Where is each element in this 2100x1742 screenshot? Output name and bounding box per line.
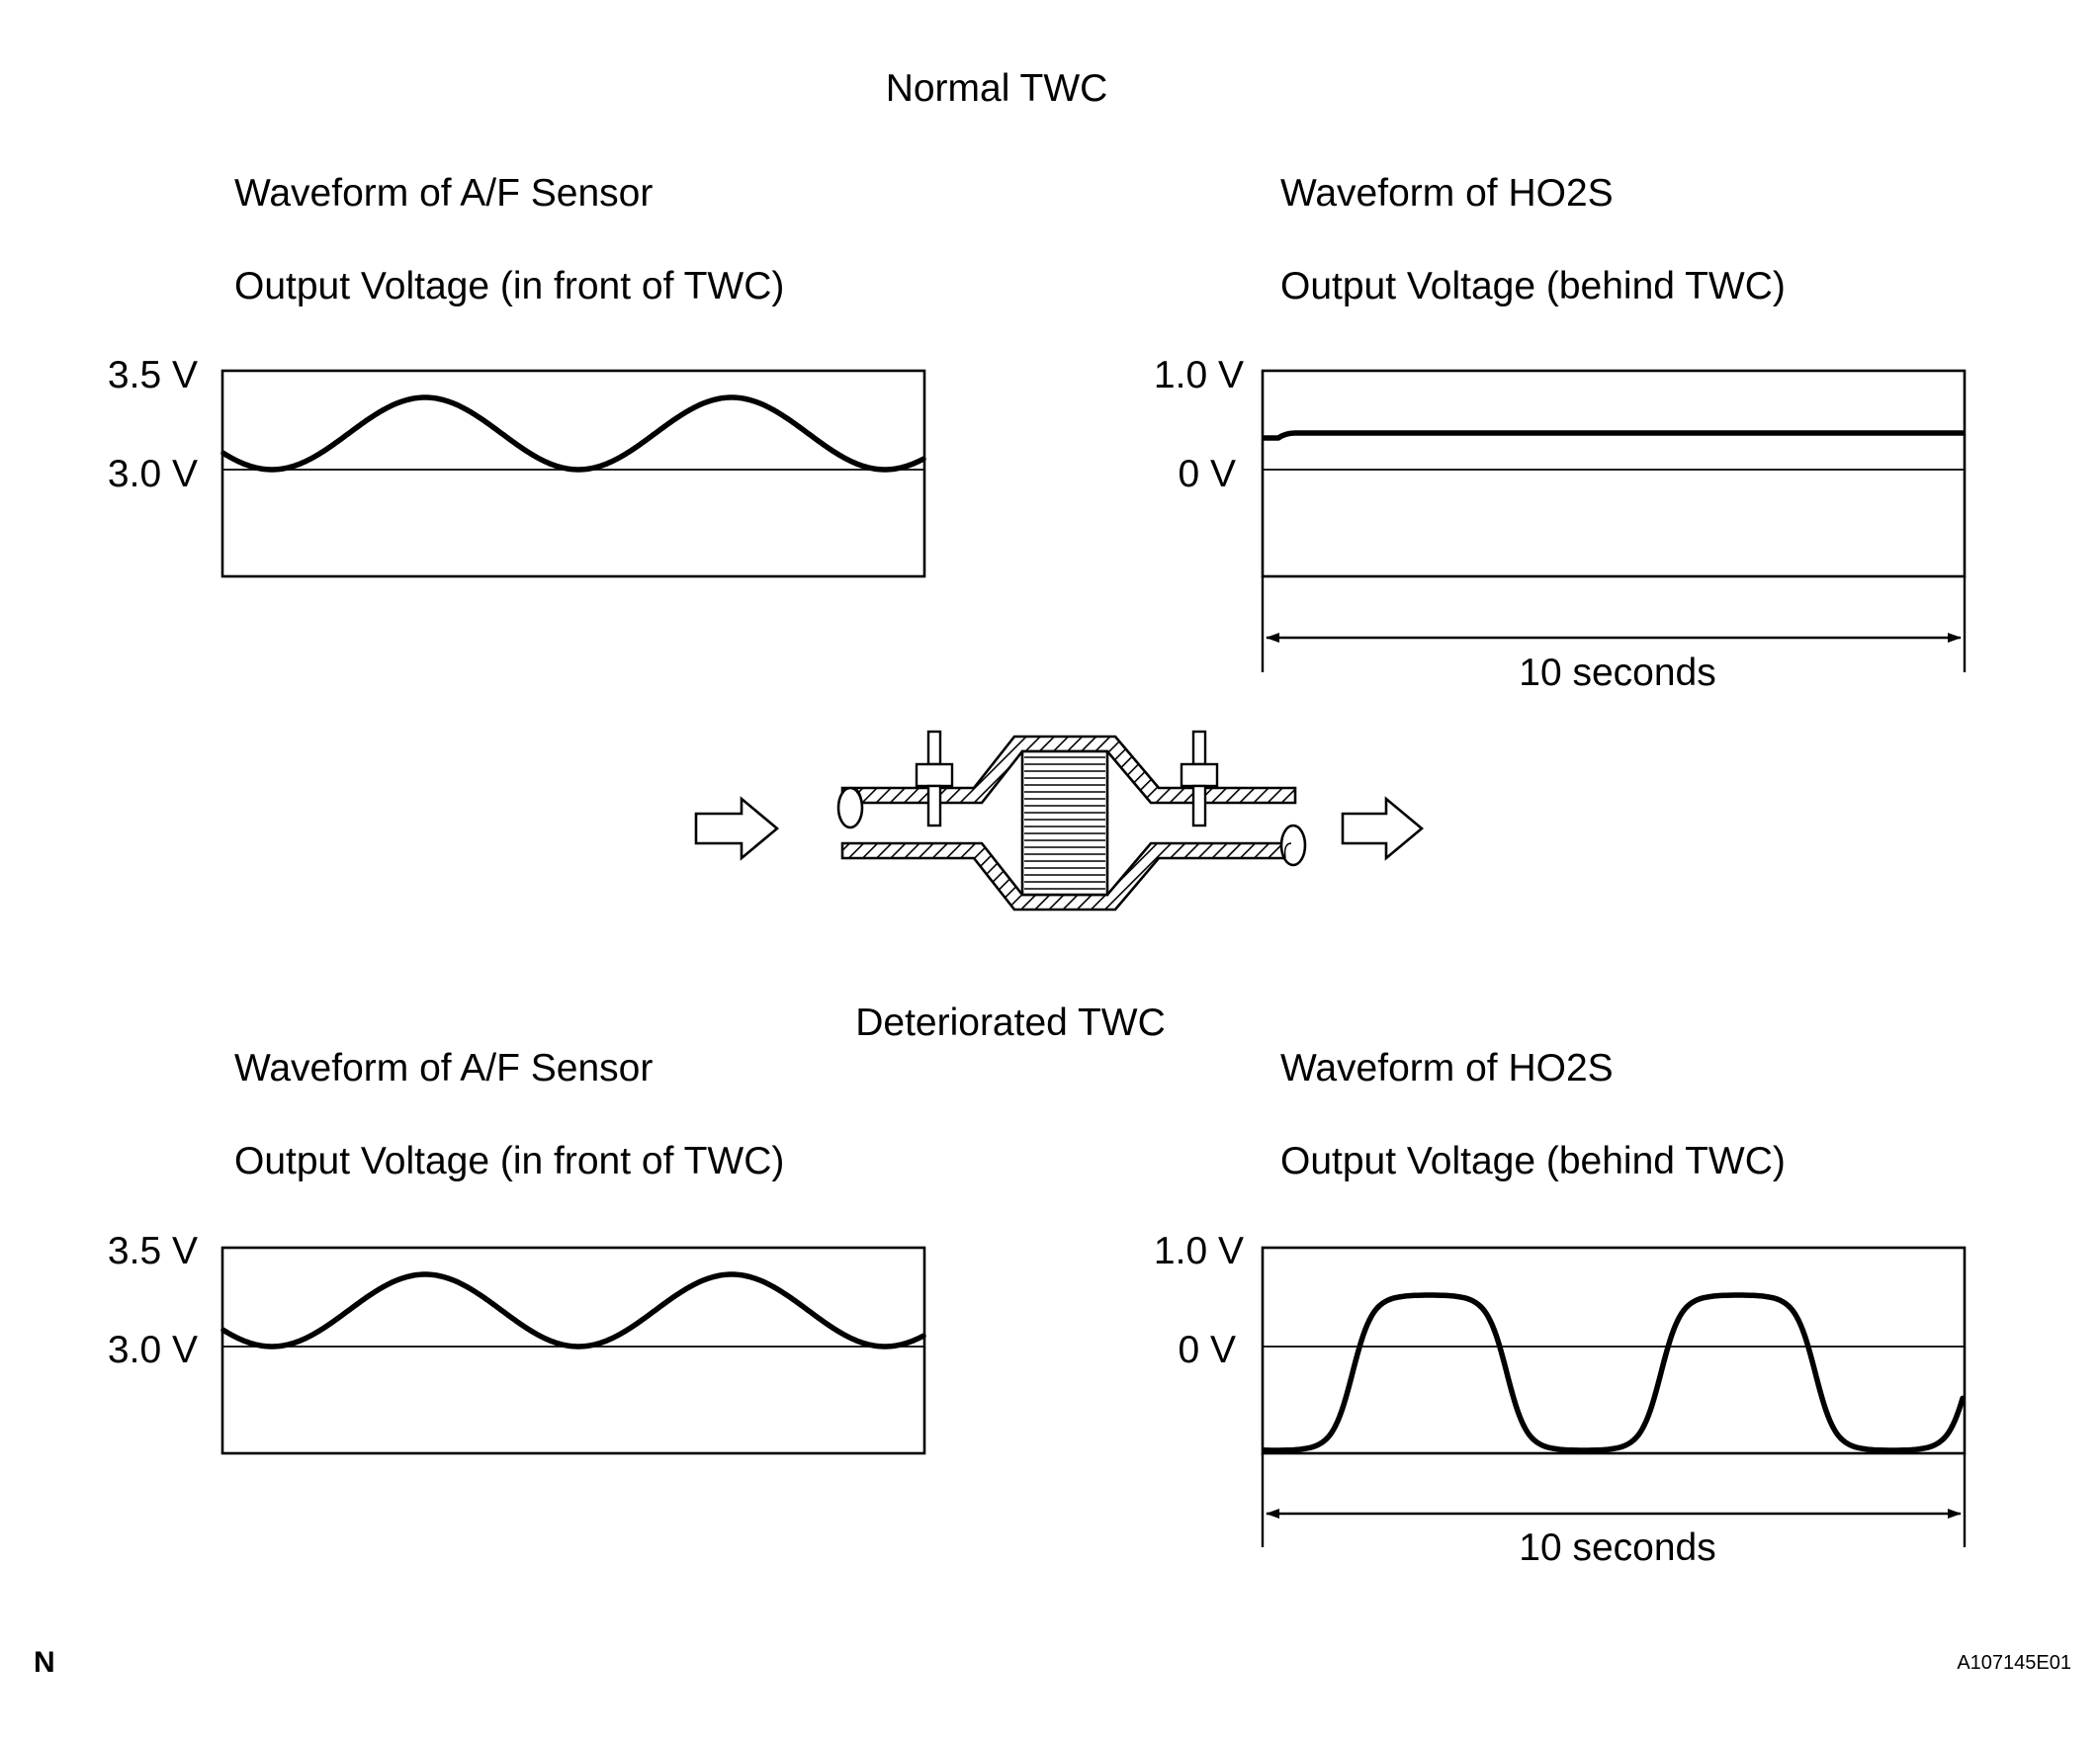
deteriorated-ho2s-waveform	[1262, 1292, 1966, 1453]
catalytic-converter-illustration	[694, 730, 1425, 912]
deteriorated-ho2s-title: Waveform of HO2S	[1280, 1047, 1614, 1089]
catalytic-converter-icon	[836, 735, 1307, 912]
normal-af-title: Waveform of A/F Sensor	[234, 172, 653, 215]
deteriorated-ho2s-plot-frame	[1261, 1246, 1967, 1455]
normal-ho2s-subtitle: Output Voltage (behind TWC)	[1280, 265, 1786, 307]
normal-af-ref-label: 3.0 V	[108, 453, 198, 495]
deteriorated-twc-section: Deteriorated TWC Waveform of A/F Sensor …	[108, 1002, 1967, 1569]
normal-ho2s-top-label: 1.0 V	[1154, 354, 1244, 396]
deteriorated-af-subtitle: Output Voltage (in front of TWC)	[234, 1140, 784, 1182]
deteriorated-ho2s-panel: Waveform of HO2S Output Voltage (behind …	[1154, 1047, 1967, 1455]
deteriorated-duration-dimension: 10 seconds	[1261, 1453, 1967, 1569]
deteriorated-af-title: Waveform of A/F Sensor	[234, 1047, 653, 1089]
normal-twc-section: Normal TWC Waveform of A/F Sensor Output…	[108, 67, 1967, 694]
deteriorated-af-top-label: 3.5 V	[108, 1230, 198, 1272]
corner-letter: N	[34, 1646, 55, 1679]
sensor-fitting-icon	[915, 730, 954, 827]
normal-af-plot-frame	[220, 369, 926, 578]
figure-id: A107145E01	[1957, 1652, 2071, 1674]
normal-af-panel: Waveform of A/F Sensor Output Voltage (i…	[108, 172, 926, 578]
deteriorated-af-panel: Waveform of A/F Sensor Output Voltage (i…	[108, 1047, 926, 1455]
deteriorated-af-ref-label: 3.0 V	[108, 1329, 198, 1371]
normal-ho2s-waveform	[1262, 430, 1966, 441]
sensor-fitting-icon	[1180, 730, 1219, 827]
normal-ho2s-panel: Waveform of HO2S Output Voltage (behind …	[1154, 172, 1967, 578]
deteriorated-af-plot-frame	[220, 1246, 926, 1455]
deteriorated-title: Deteriorated TWC	[855, 1002, 1166, 1044]
deteriorated-duration-label: 10 seconds	[1519, 1526, 1715, 1569]
flow-out-arrow-icon	[1341, 796, 1425, 861]
deteriorated-af-waveform	[220, 1271, 926, 1350]
normal-af-subtitle: Output Voltage (in front of TWC)	[234, 265, 784, 307]
deteriorated-ho2s-top-label: 1.0 V	[1154, 1230, 1244, 1272]
flow-in-arrow-icon	[694, 796, 780, 861]
normal-af-waveform	[220, 394, 926, 473]
normal-duration-dimension: 10 seconds	[1261, 576, 1967, 694]
deteriorated-ho2s-subtitle: Output Voltage (behind TWC)	[1280, 1140, 1786, 1182]
normal-ho2s-ref-label: 0 V	[1178, 453, 1236, 495]
normal-ho2s-plot-frame	[1261, 369, 1967, 578]
normal-af-top-label: 3.5 V	[108, 354, 198, 396]
normal-ho2s-title: Waveform of HO2S	[1280, 172, 1614, 215]
normal-title: Normal TWC	[886, 67, 1108, 110]
deteriorated-ho2s-ref-label: 0 V	[1178, 1329, 1236, 1371]
normal-duration-label: 10 seconds	[1519, 652, 1715, 694]
